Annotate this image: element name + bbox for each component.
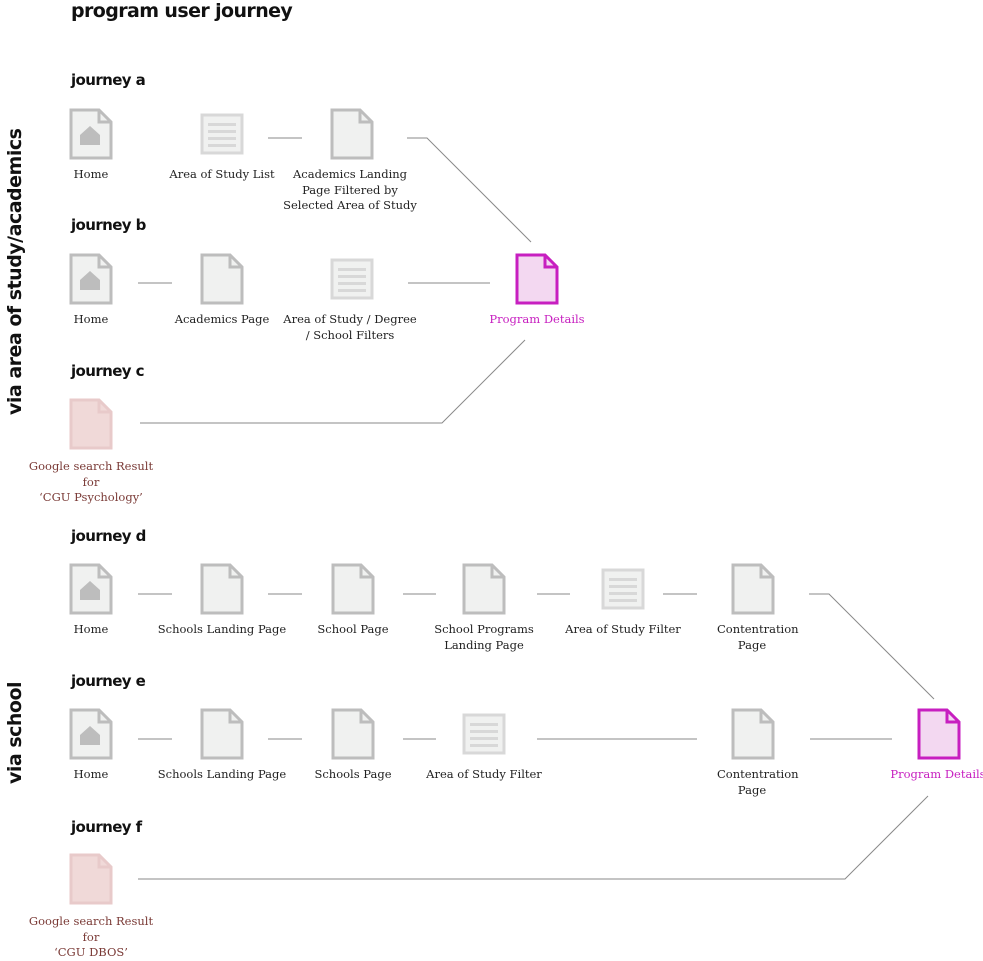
journey-a-area-list-node[interactable] [200,113,244,157]
connector-d-to-program [809,593,935,700]
journey-f-google-label-line2: ‘CGU DBOS’ [54,945,128,959]
document-page-icon [200,563,244,615]
journey-f-google-label: Google search Result for ‘CGU DBOS’ [21,914,161,961]
journey-e-home-label: Home [73,767,109,781]
journey-a-landing-filtered-label: Academics Landing Page Filtered by Selec… [283,167,417,212]
journey-d-concentration-node[interactable] [731,563,775,615]
program-details-top-label: Program Details [489,312,585,326]
journey-e-title: journey e [71,672,146,690]
document-page-icon [731,708,775,760]
journey-e-area-filter-node[interactable] [462,713,506,757]
journey-a-home-label: Home [73,167,109,181]
journey-d-concentration-label: Contentration Page [682,622,822,653]
list-page-icon [330,258,374,302]
document-page-icon [200,253,244,305]
journey-d-schools-landing-label: Schools Landing Page [157,622,287,636]
journey-a-landing-filtered-node[interactable] [330,108,374,160]
journey-f-google-node[interactable] [69,853,113,905]
journey-b-home-label: Home [73,312,109,326]
program-details-page-icon [917,708,961,760]
home-page-icon [69,708,113,760]
connector-f-to-program [138,795,929,880]
document-page-icon [330,108,374,160]
journey-c-title: journey c [71,362,144,380]
journey-e-concentration-node[interactable] [731,708,775,760]
journey-d-school-page-label: School Page [317,622,389,636]
journey-e-home-node[interactable] [69,708,113,760]
journey-b-academics-label: Academics Page [174,312,270,326]
journey-a-title: journey a [71,71,146,89]
document-page-icon [731,563,775,615]
connector-a-to-program [407,137,532,243]
journey-d-schools-landing-node[interactable] [200,563,244,615]
home-page-icon [69,108,113,160]
journey-e-concentration-text: Contentration Page [717,767,799,797]
journey-b-title: journey b [71,216,146,234]
search-result-page-icon [69,853,113,905]
list-page-icon [200,113,244,157]
journey-e-concentration-label: Contentration Page [682,767,822,798]
document-page-icon [200,708,244,760]
program-details-page-icon [515,253,559,305]
journey-a-home-node[interactable] [69,108,113,160]
journey-d-home-node[interactable] [69,563,113,615]
journey-b-academics-node[interactable] [200,253,244,305]
journey-b-filters-node[interactable] [330,258,374,302]
connector-c-to-program [140,339,526,424]
journey-c-google-label-line2: ‘CGU Psychology’ [39,490,143,504]
page-title: program user journey [71,0,293,22]
journey-c-google-node[interactable] [69,398,113,450]
document-page-icon [331,563,375,615]
program-details-bottom-node[interactable] [917,708,961,760]
journey-f-google-label-line1: Google search Result for [28,914,154,944]
journey-d-school-page-node[interactable] [331,563,375,615]
journey-e-schools-landing-node[interactable] [200,708,244,760]
journey-e-schools-page-label: Schools Page [314,767,392,781]
journey-d-title: journey d [71,527,146,545]
journey-d-area-filter-label: Area of Study Filter [565,622,681,636]
journey-e-area-filter-label: Area of Study Filter [426,767,542,781]
list-page-icon [462,713,506,757]
home-page-icon [69,253,113,305]
journey-c-google-label: Google search Result for ‘CGU Psychology… [21,459,161,506]
journey-e-schools-landing-label: Schools Landing Page [157,767,287,781]
program-details-top-node[interactable] [515,253,559,305]
journey-a-area-list-label: Area of Study List [169,167,275,181]
journey-d-concentration-text: Contentration Page [717,622,799,652]
document-page-icon [331,708,375,760]
program-details-bottom-label: Program Details [890,767,983,781]
journey-f-title: journey f [71,818,142,836]
search-result-page-icon [69,398,113,450]
document-page-icon [462,563,506,615]
journey-b-home-node[interactable] [69,253,113,305]
journey-c-google-label-line1: Google search Result for [28,459,154,489]
journey-b-filters-label: Area of Study / Degree / School Filters [283,312,417,342]
journey-d-programs-landing-node[interactable] [462,563,506,615]
journey-d-area-filter-node[interactable] [601,568,645,612]
journey-d-home-label: Home [73,622,109,636]
journey-d-programs-landing-label: School Programs Landing Page [434,622,534,652]
journey-e-schools-page-node[interactable] [331,708,375,760]
home-page-icon [69,563,113,615]
list-page-icon [601,568,645,612]
